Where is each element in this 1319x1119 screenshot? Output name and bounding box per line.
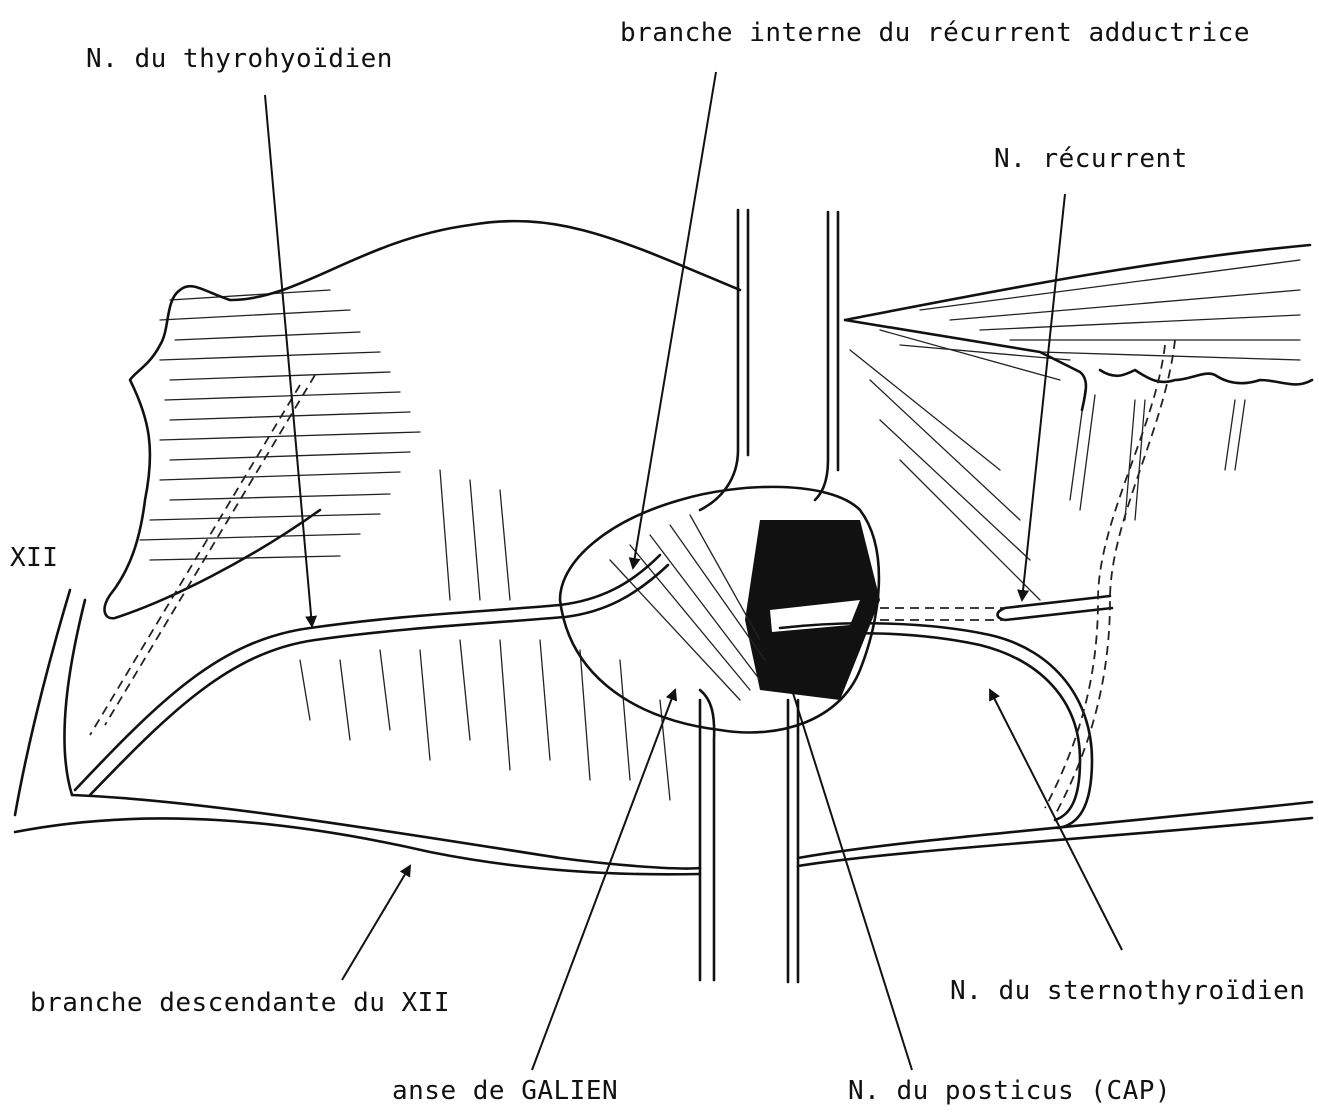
leader-branche-descendante (342, 866, 410, 980)
leader-sternothyroidien (990, 690, 1122, 950)
dashed-nerve-recurrent (880, 608, 1005, 620)
hatching-right (850, 260, 1300, 600)
recurrent-nerve-segment (998, 596, 1113, 620)
label-branche-descendante: branche descendante du XII (30, 990, 450, 1016)
leader-thyrohyoidien (265, 95, 312, 626)
dashed-nerve-left (90, 375, 315, 735)
dashed-nerve-right (1045, 340, 1175, 815)
hatching-left (140, 290, 510, 600)
thyrohyoid-nerve (75, 555, 668, 795)
label-branche-interne: branche interne du récurrent adductrice (620, 20, 1250, 46)
leader-posticus (775, 636, 912, 1070)
leader-recurrent (1022, 194, 1065, 600)
label-recurrent: N. récurrent (994, 146, 1188, 172)
label-posticus: N. du posticus (CAP) (848, 1078, 1171, 1104)
label-sternothyroidien: N. du sternothyroïdien (950, 978, 1305, 1004)
hatching-lower (300, 640, 670, 800)
oval-fibers (610, 515, 765, 700)
xii-nerve (15, 590, 85, 815)
label-xii: XII (10, 545, 58, 571)
label-thyrohyoidien: N. du thyrohyoïdien (86, 46, 393, 72)
label-anse-galien: anse de GALIEN (392, 1078, 618, 1104)
right-cartilage-outline (845, 245, 1312, 410)
vertical-tube-upper (700, 210, 838, 510)
leader-anse-galien (532, 690, 675, 1070)
lower-band (15, 795, 1312, 874)
